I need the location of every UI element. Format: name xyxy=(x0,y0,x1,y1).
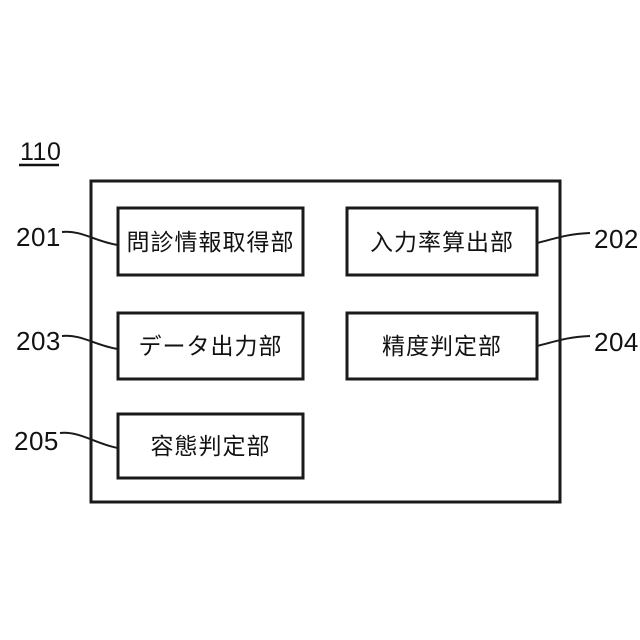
condition-determination-unit-label: 容態判定部 xyxy=(151,434,271,460)
leader-line-205 xyxy=(59,431,119,449)
leader-line-202 xyxy=(536,232,591,244)
accuracy-determination-unit-label: 精度判定部 xyxy=(382,334,502,360)
input-rate-calculation-unit-box xyxy=(345,206,539,277)
ref-number-203: 203 xyxy=(16,326,61,356)
ref-number-204: 204 xyxy=(594,327,639,357)
input-rate-calculation-unit-label: 入力率算出部 xyxy=(370,230,514,256)
leader-line-203 xyxy=(61,334,119,350)
figure-id-text: 110 xyxy=(20,138,61,166)
condition-determination-unit-box xyxy=(116,412,305,480)
data-output-unit-box xyxy=(116,311,305,381)
block-202-group: 入力率算出部 202 xyxy=(345,206,639,277)
leader-line-204 xyxy=(536,335,591,347)
data-output-unit-label: データ出力部 xyxy=(139,334,283,360)
block-204-group: 精度判定部 204 xyxy=(345,311,639,381)
ref-number-205: 205 xyxy=(14,426,59,456)
block-205-group: 容態判定部 205 xyxy=(14,412,305,480)
block-201-group: 問診情報取得部 201 xyxy=(16,206,305,277)
figure-id-group: 110 xyxy=(19,138,61,167)
interview-information-acquisition-unit-label: 問診情報取得部 xyxy=(127,230,295,256)
ref-number-201: 201 xyxy=(16,222,61,252)
block-203-group: データ出力部 203 xyxy=(16,311,305,381)
leader-line-201 xyxy=(61,230,119,246)
ref-number-202: 202 xyxy=(594,224,639,254)
interview-information-acquisition-unit-box xyxy=(116,206,305,277)
